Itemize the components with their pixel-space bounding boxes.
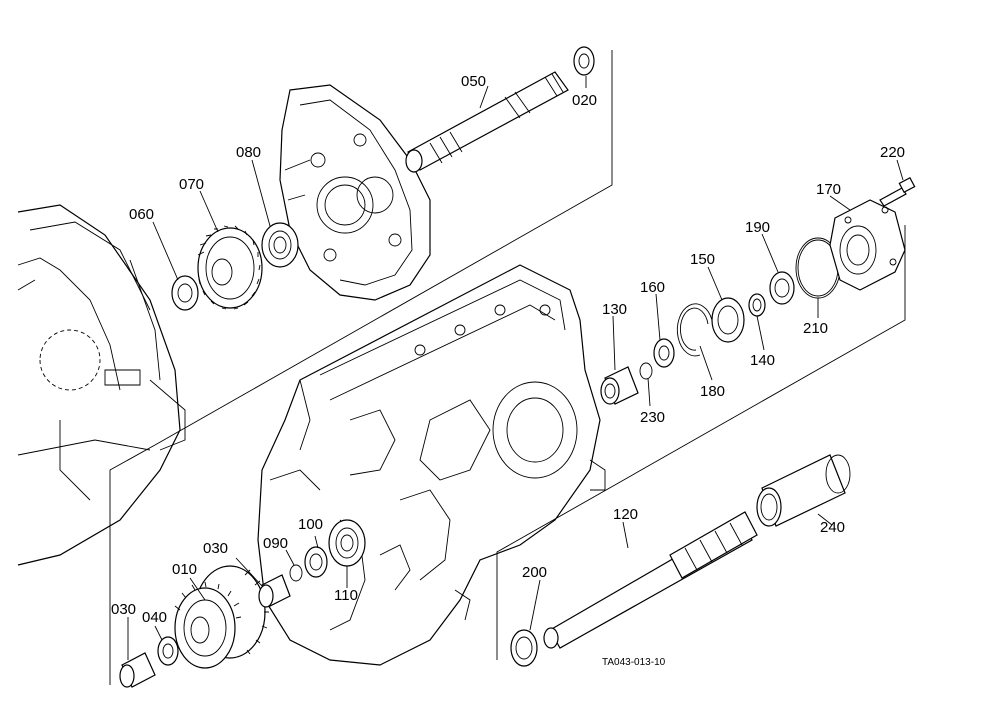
label-030-upper: 030 — [203, 540, 228, 557]
label-210: 210 — [803, 320, 828, 337]
label-200: 200 — [522, 564, 547, 581]
label-130: 130 — [602, 301, 627, 318]
label-230: 230 — [640, 409, 665, 426]
upper-cover-plate — [279, 84, 431, 301]
label-170: 170 — [816, 181, 841, 198]
label-090: 090 — [263, 535, 288, 552]
main-gear-case — [257, 264, 606, 666]
label-060: 060 — [129, 206, 154, 223]
label-080: 080 — [236, 144, 261, 161]
label-120: 120 — [613, 506, 638, 523]
label-150: 150 — [690, 251, 715, 268]
lower-shaft-assembly — [510, 454, 851, 667]
gear-010 — [174, 565, 269, 669]
label-220: 220 — [880, 144, 905, 161]
right-parts — [600, 176, 916, 405]
gear-070 — [197, 225, 263, 310]
label-030-lower: 030 — [111, 601, 136, 618]
drawing-code: TA043-013-10 — [602, 657, 666, 668]
left-housing — [17, 204, 186, 566]
cover-170 — [829, 199, 906, 291]
part-number-labels: 050 020 060 070 080 220 170 190 150 160 … — [111, 73, 905, 668]
label-190: 190 — [745, 219, 770, 236]
shaft-050 — [405, 46, 595, 173]
label-020: 020 — [572, 92, 597, 109]
label-160: 160 — [640, 279, 665, 296]
label-140: 140 — [750, 352, 775, 369]
label-180: 180 — [700, 383, 725, 400]
lower-gear-train — [119, 519, 366, 688]
label-050: 050 — [461, 73, 486, 90]
label-010: 010 — [172, 561, 197, 578]
group-frame-lines — [109, 50, 906, 685]
label-240: 240 — [820, 519, 845, 536]
label-070: 070 — [179, 176, 204, 193]
label-040: 040 — [142, 609, 167, 626]
upper-gear-train — [171, 222, 299, 311]
leader-lines — [127, 76, 904, 660]
label-100: 100 — [298, 516, 323, 533]
label-110: 110 — [334, 587, 358, 604]
